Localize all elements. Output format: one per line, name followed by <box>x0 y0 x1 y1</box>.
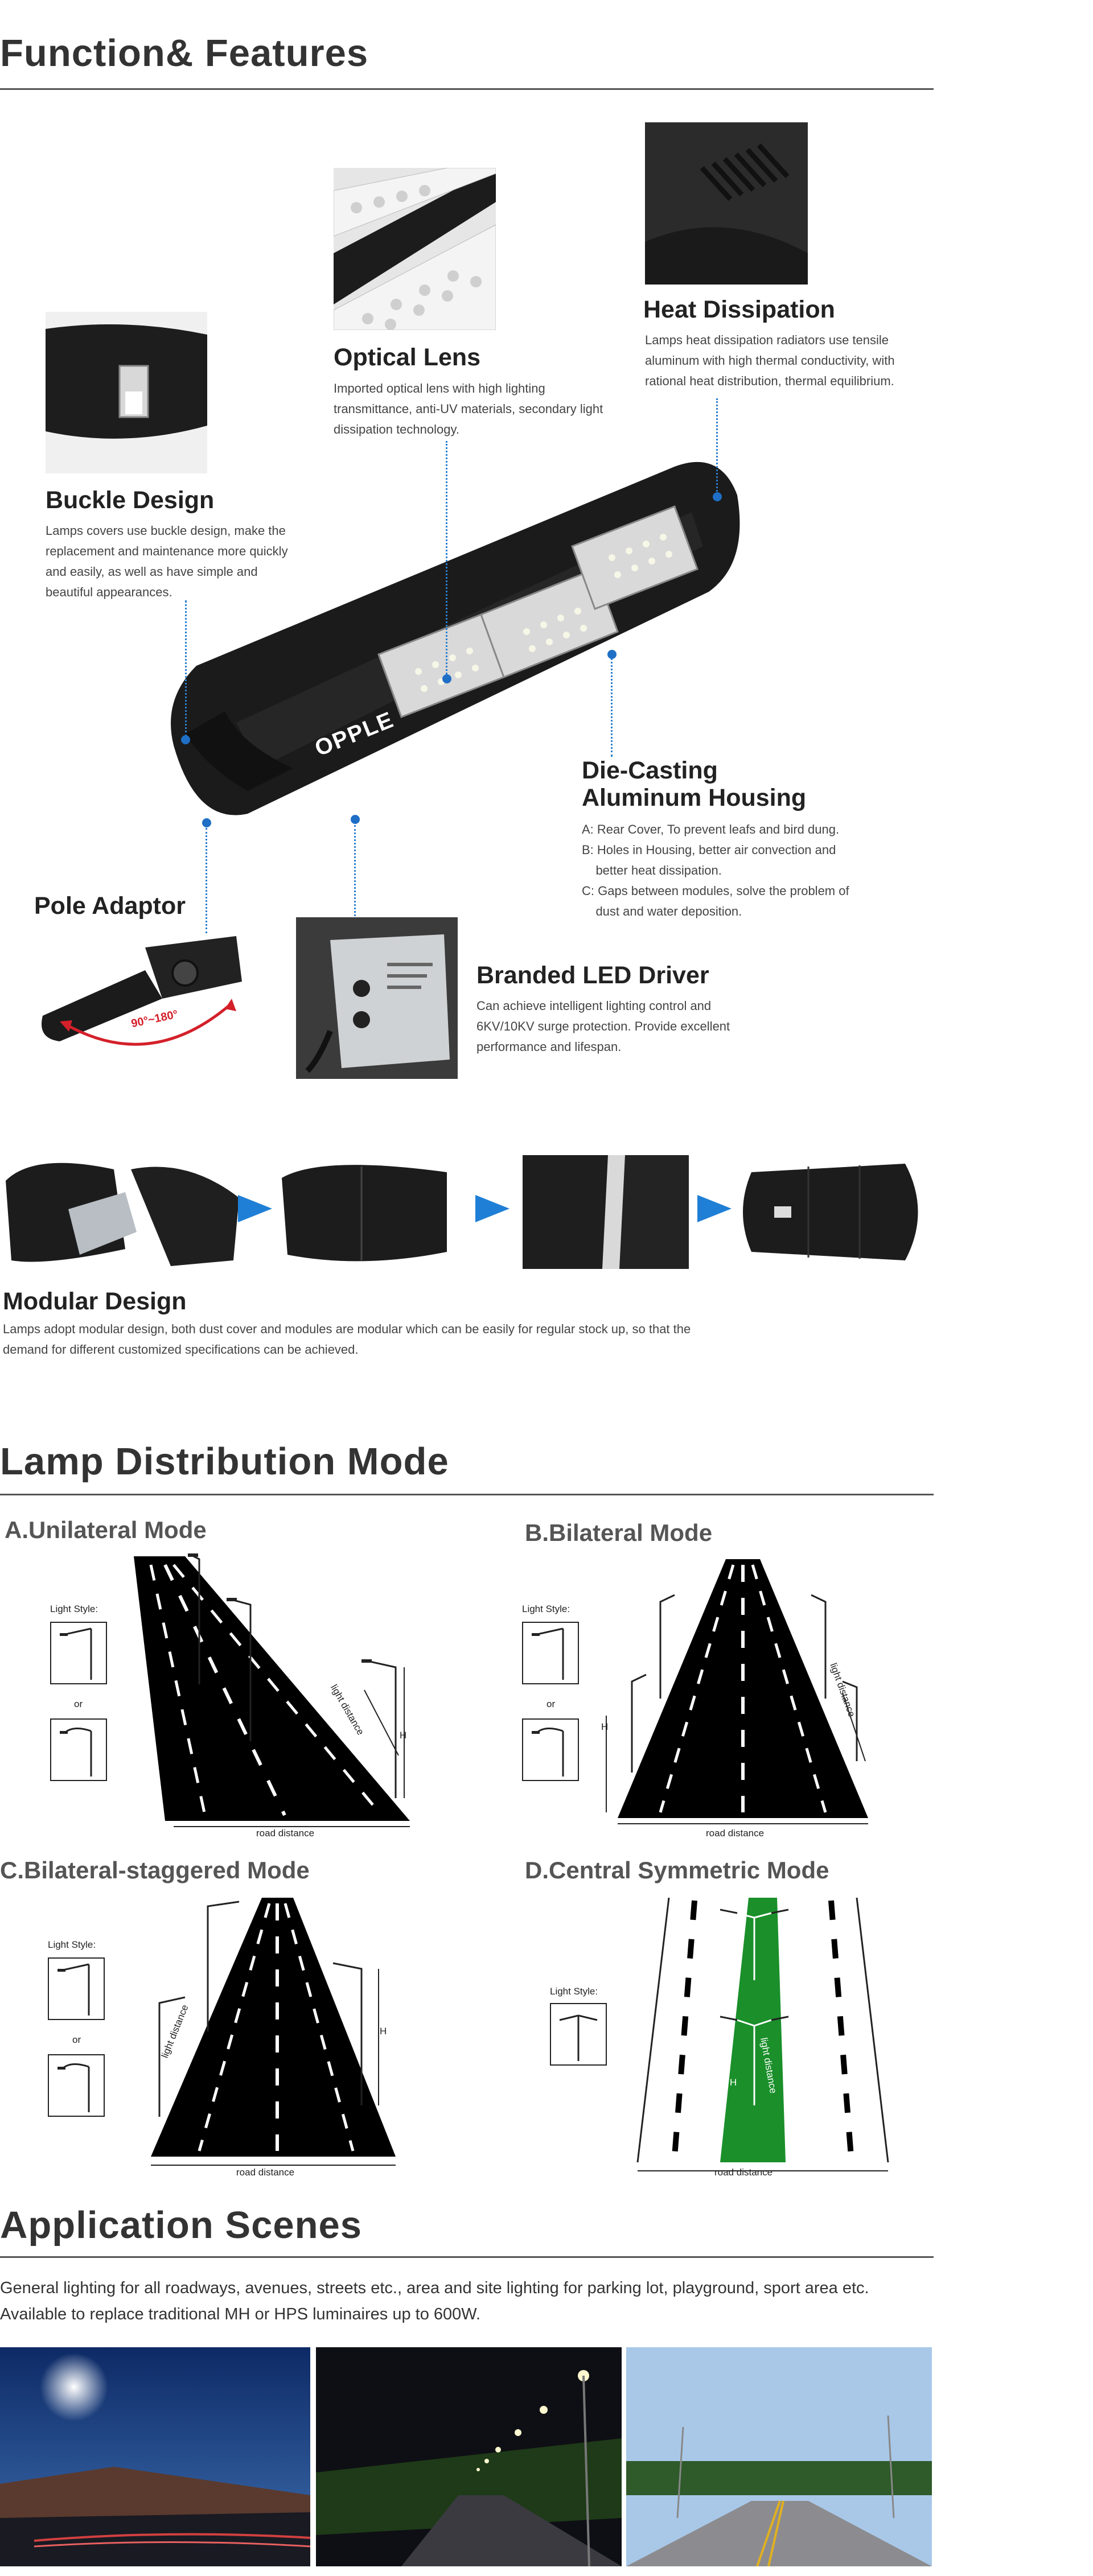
application-description-line1: General lighting for all roadways, avenu… <box>0 2279 869 2297</box>
mode-a-height: H <box>400 1730 407 1741</box>
mode-c-road-distance: road distance <box>236 2167 295 2178</box>
optical-lens-photo <box>334 168 496 330</box>
mode-c-light-style-2 <box>48 2054 105 2117</box>
mode-b-road-diagram <box>598 1551 894 1835</box>
mode-d-title: D.Central Symmetric Mode <box>525 1857 829 1883</box>
mode-d-height: H <box>730 2077 737 2088</box>
heat-dissipation-title: Heat Dissipation <box>643 296 835 323</box>
mode-c-road-diagram <box>145 1889 407 2174</box>
mode-a-road-distance: road distance <box>256 1828 315 1839</box>
heat-connector-dot <box>713 492 722 501</box>
buckle-connector-dot <box>181 735 190 744</box>
mode-c-height: H <box>380 2026 387 2037</box>
mode-b-road-distance: road distance <box>706 1828 765 1839</box>
housing-connector-line <box>611 654 613 757</box>
section-heading-application: Application Scenes <box>0 2204 363 2247</box>
optical-lens-text: Imported optical lens with high lighting… <box>334 381 603 436</box>
distribution-heading-underline <box>0 1494 934 1495</box>
heat-connector-line <box>716 398 718 495</box>
mode-a-light-style-2 <box>50 1718 107 1781</box>
modular-step-3-photo <box>523 1155 689 1269</box>
modular-step-4-photo <box>734 1155 931 1266</box>
modular-arrow-1 <box>238 1195 272 1222</box>
section-heading-distribution: Lamp Distribution Mode <box>0 1440 449 1483</box>
optical-connector-line <box>446 441 447 674</box>
pole-adaptor-photo <box>31 925 248 1050</box>
mode-a-light-style-1 <box>50 1622 107 1684</box>
mode-c-title: C.Bilateral-staggered Mode <box>0 1857 310 1883</box>
led-driver-title: Branded LED Driver <box>476 962 709 989</box>
application-photo-daytime-road <box>626 2347 932 2566</box>
buckle-connector-line <box>185 600 187 737</box>
mode-d-light-style-label: Light Style: <box>550 1986 598 1997</box>
buckle-design-photo <box>46 312 207 473</box>
heat-dissipation-photo <box>645 122 808 285</box>
housing-feature-c: C: Gaps between modules, solve the probl… <box>582 884 849 898</box>
mode-c-or-label: or <box>72 2034 81 2045</box>
mode-b-or-label: or <box>546 1699 556 1709</box>
led-driver-text: Can achieve intelligent lighting control… <box>476 999 730 1054</box>
pole-connector-dot <box>202 818 211 827</box>
pole-connector-line <box>206 828 207 933</box>
mode-a-title: A.Unilateral Mode <box>5 1516 207 1543</box>
led-driver-photo <box>296 917 458 1079</box>
buckle-design-text: Lamps covers use buckle design, make the… <box>46 524 288 599</box>
housing-feature-b-cont: better heat dissipation. <box>582 863 722 877</box>
driver-connector-line <box>354 825 356 916</box>
mode-a-light-style-label: Light Style: <box>50 1604 98 1614</box>
driver-connector-dot <box>351 815 360 824</box>
modular-design-title: Modular Design <box>3 1288 187 1315</box>
street-lamp-main-photo <box>162 450 754 842</box>
optical-lens-title: Optical Lens <box>334 344 481 371</box>
modular-arrow-3 <box>697 1195 732 1222</box>
modular-design-text: Lamps adopt modular design, both dust co… <box>3 1322 691 1357</box>
mode-d-road-diagram <box>635 1895 891 2174</box>
housing-title-line2: Aluminum Housing <box>582 784 807 811</box>
mode-d-road-distance: road distance <box>714 2167 773 2178</box>
optical-connector-dot <box>442 674 451 683</box>
housing-connector-dot <box>607 650 617 659</box>
buckle-design-title: Buckle Design <box>46 487 215 514</box>
heading-underline <box>0 88 934 90</box>
mode-b-height: H <box>601 1721 609 1732</box>
heat-dissipation-text: Lamps heat dissipation radiators use ten… <box>645 333 895 388</box>
application-description-line2: Available to replace traditional MH or H… <box>0 2305 481 2323</box>
modular-arrow-2 <box>475 1195 509 1222</box>
modular-step-1-photo <box>0 1147 245 1269</box>
mode-b-title: B.Bilateral Mode <box>525 1519 713 1546</box>
modular-step-2-photo <box>276 1155 453 1266</box>
housing-feature-b: B: Holes in Housing, better air convecti… <box>582 843 836 857</box>
mode-c-light-style-label: Light Style: <box>48 1939 96 1950</box>
housing-title-line1: Die-Casting <box>582 757 718 784</box>
pole-adaptor-title: Pole Adaptor <box>34 892 186 920</box>
mode-b-light-style-2 <box>522 1718 579 1781</box>
mode-b-light-style-1 <box>522 1622 579 1684</box>
mode-a-or-label: or <box>74 1699 83 1709</box>
application-photo-night-street <box>0 2347 310 2566</box>
housing-feature-c-cont: dust and water deposition. <box>582 904 742 918</box>
application-heading-underline <box>0 2256 934 2258</box>
mode-a-road-diagram <box>131 1548 421 1838</box>
housing-feature-a: A: Rear Cover, To prevent leafs and bird… <box>582 822 840 836</box>
mode-d-light-style-1 <box>550 2003 607 2066</box>
application-photo-avenue <box>316 2347 622 2566</box>
mode-b-light-style-label: Light Style: <box>522 1604 570 1614</box>
section-heading-functions: Function& Features <box>0 32 369 75</box>
mode-c-light-style-1 <box>48 1957 105 2020</box>
housing-feature-list: A: Rear Cover, To prevent leafs and bird… <box>582 819 935 922</box>
